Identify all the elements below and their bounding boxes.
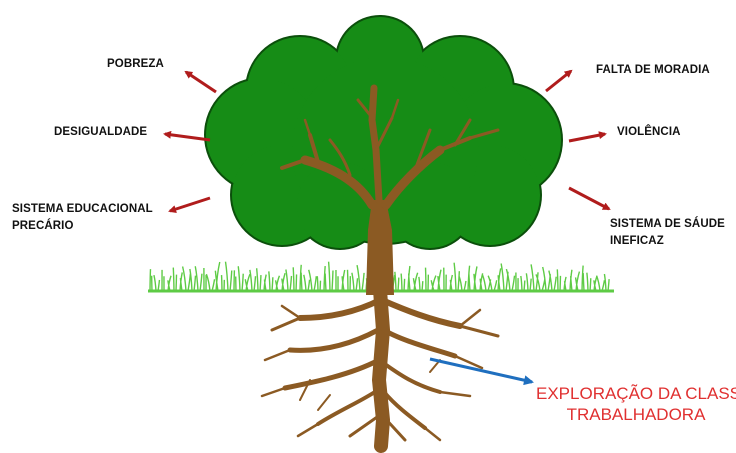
arrow-pobreza [186,72,216,92]
tree-roots [262,290,498,446]
label-sistema-de-saude-ineficaz: SISTEMA DE SÁUDE INEFICAZ [610,216,725,250]
label-desigualdade: DESIGUALDADE [54,124,147,141]
arrow-falta-de-moradia [546,71,571,91]
arrow-sistema-de-saude [569,188,609,209]
label-falta-de-moradia: FALTA DE MORADIA [596,62,710,79]
arrow-sistema-educacional [170,198,210,211]
root-cause-arrow [430,359,532,382]
arrow-desigualdade [165,134,210,140]
label-violencia: VIOLÊNCIA [617,124,681,141]
label-sistema-educacional-precario: SISTEMA EDUCACIONAL PRECÁRIO [12,201,153,235]
root-cause-label: EXPLORAÇÃO DA CLASSE TRABALHADORA [536,383,736,425]
label-pobreza: POBREZA [107,56,164,73]
arrow-violencia [569,134,605,141]
